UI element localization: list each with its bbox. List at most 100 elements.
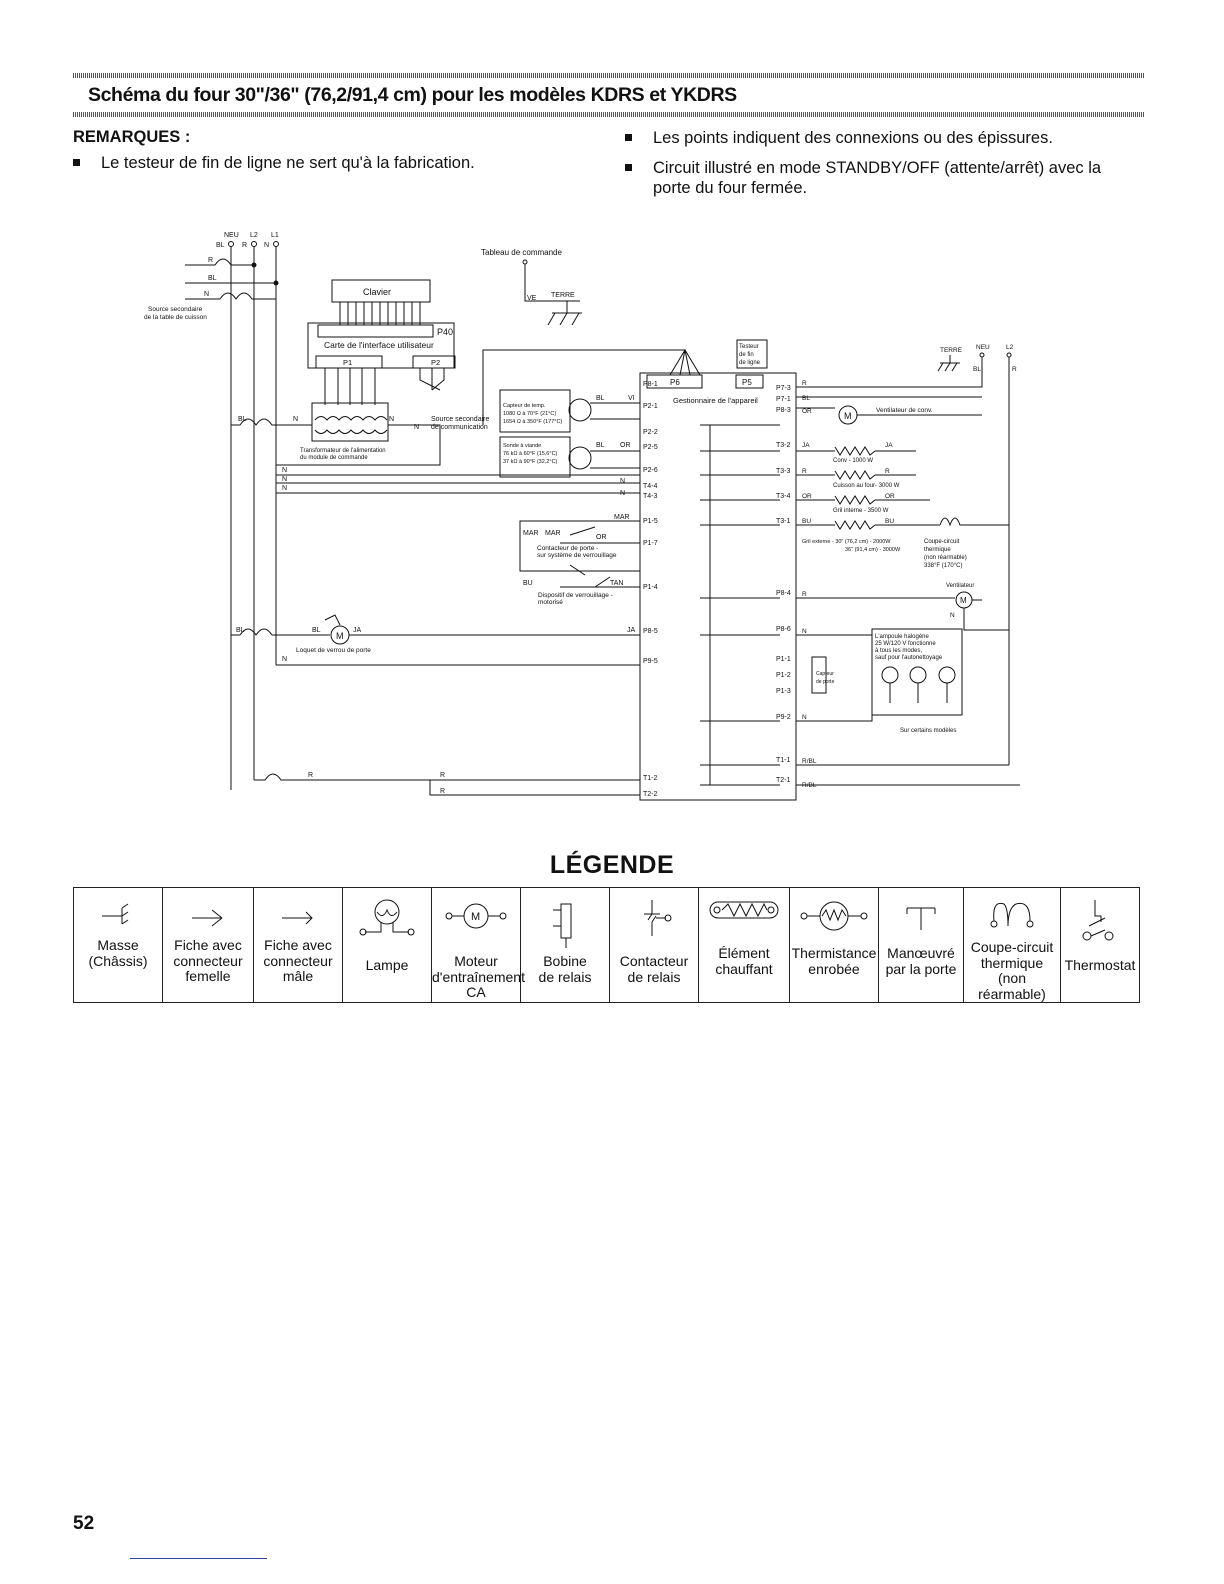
svg-text:BL: BL xyxy=(208,275,217,282)
svg-text:N: N xyxy=(282,467,287,474)
svg-text:à tous les modes,: à tous les modes, xyxy=(875,648,922,654)
svg-text:R/BL: R/BL xyxy=(802,782,817,789)
svg-text:L'ampoule halogène: L'ampoule halogène xyxy=(875,634,930,640)
power-supply: NEU L2 L1 BL R N R BL N Source secondair… xyxy=(144,232,279,790)
svg-text:OR: OR xyxy=(620,442,631,449)
appliance-manager-board: P6 P5 Gestionnaire de l'appareil Testeur… xyxy=(482,339,797,801)
svg-text:NEU: NEU xyxy=(976,344,990,351)
svg-text:P9-5: P9-5 xyxy=(643,658,658,665)
svg-text:L1: L1 xyxy=(271,232,279,239)
control-transformer: Transformateur de l'alimentation du modu… xyxy=(231,402,489,466)
svg-text:Gestionnaire de l'appareil: Gestionnaire de l'appareil xyxy=(673,396,758,405)
svg-text:BL: BL xyxy=(596,442,605,449)
svg-text:L2: L2 xyxy=(250,232,258,239)
svg-text:de la table de cuisson: de la table de cuisson xyxy=(144,314,207,321)
svg-text:Gril interne - 3500 W: Gril interne - 3500 W xyxy=(833,508,889,514)
halogen-lamps: L'ampoule halogène 25 W/120 V fonctionne… xyxy=(796,628,963,734)
svg-text:P5: P5 xyxy=(742,378,752,387)
svg-text:1654 Ω à 350°F (177°C): 1654 Ω à 350°F (177°C) xyxy=(503,419,562,425)
svg-text:P8-4: P8-4 xyxy=(776,590,791,597)
svg-text:76 kΩ à 60°F (15,6°C): 76 kΩ à 60°F (15,6°C) xyxy=(503,451,558,457)
svg-text:de communication: de communication xyxy=(431,424,488,431)
svg-text:BL: BL xyxy=(802,395,810,402)
svg-text:T2-2: T2-2 xyxy=(643,791,658,798)
svg-text:MAR: MAR xyxy=(545,530,561,537)
svg-text:P2-1: P2-1 xyxy=(643,403,658,410)
svg-text:P8-6: P8-6 xyxy=(776,626,791,633)
svg-text:Capteur de temp.: Capteur de temp. xyxy=(503,403,546,409)
svg-text:R: R xyxy=(242,242,247,249)
legend-item: Thermostat xyxy=(1060,887,1140,1003)
svg-text:P7-3: P7-3 xyxy=(776,385,791,392)
svg-text:MAR: MAR xyxy=(614,514,630,521)
svg-text:TERRE: TERRE xyxy=(551,292,575,299)
page-title: Schéma du four 30"/36" (76,2/91,4 cm) po… xyxy=(88,84,737,106)
svg-text:Sonde à viande: Sonde à viande xyxy=(503,443,541,449)
remarks-heading: REMARQUES : xyxy=(73,128,191,146)
female-connector-icon xyxy=(192,909,223,927)
svg-text:P9-2: P9-2 xyxy=(776,714,791,721)
svg-text:TERRE: TERRE xyxy=(940,347,963,354)
svg-text:de porte: de porte xyxy=(816,679,835,685)
relay-contacts xyxy=(700,424,780,786)
svg-text:P1: P1 xyxy=(343,358,352,367)
svg-text:sur système de verrouillage: sur système de verrouillage xyxy=(537,552,617,559)
svg-text:OR: OR xyxy=(802,493,812,500)
svg-text:JA: JA xyxy=(353,627,362,634)
bullet-icon xyxy=(625,164,632,171)
svg-text:T3-2: T3-2 xyxy=(776,442,791,449)
svg-text:Loquet de verrou de porte: Loquet de verrou de porte xyxy=(296,647,371,654)
svg-text:Coupe-circuit: Coupe-circuit xyxy=(924,539,960,545)
svg-text:Ventilateur: Ventilateur xyxy=(946,583,974,589)
svg-text:N: N xyxy=(204,291,209,298)
svg-text:OR: OR xyxy=(802,408,812,415)
thermal-cutoff-icon xyxy=(990,902,1034,928)
svg-text:R: R xyxy=(1012,366,1017,373)
heating-element-icon xyxy=(709,901,779,919)
svg-text:N: N xyxy=(282,656,287,663)
svg-text:Carte de l'interface utilisate: Carte de l'interface utilisateur xyxy=(324,340,434,350)
svg-text:N: N xyxy=(414,424,419,431)
bullet-icon xyxy=(73,159,80,166)
ground-icon xyxy=(102,903,129,925)
svg-text:Capteur: Capteur xyxy=(816,671,834,677)
svg-text:25 W/120 V fonctionne: 25 W/120 V fonctionne xyxy=(875,641,936,647)
svg-text:P8-3: P8-3 xyxy=(776,407,791,414)
svg-text:Testeur: Testeur xyxy=(739,344,759,350)
door-switch-icon xyxy=(906,907,936,930)
svg-text:R/BL: R/BL xyxy=(802,758,817,765)
svg-text:37 kΩ à 90°F (32,2°C): 37 kΩ à 90°F (32,2°C) xyxy=(503,459,558,465)
svg-text:R: R xyxy=(802,591,807,598)
legend-item: Masse(Châssis) xyxy=(73,887,163,1003)
svg-text:N: N xyxy=(389,416,394,423)
svg-text:BU: BU xyxy=(523,580,533,587)
svg-text:1080 Ω à 70°F (21°C): 1080 Ω à 70°F (21°C) xyxy=(503,411,556,417)
legend-item: Lampe xyxy=(342,887,432,1003)
title-rule xyxy=(73,112,1144,117)
svg-text:T2-1: T2-1 xyxy=(776,777,791,784)
svg-text:R: R xyxy=(802,380,807,387)
lamp-icon xyxy=(359,899,415,936)
svg-text:BL: BL xyxy=(216,242,225,249)
svg-text:R: R xyxy=(308,772,313,779)
svg-text:Dispositif de verrouillage -: Dispositif de verrouillage - xyxy=(538,592,613,599)
svg-text:P1-3: P1-3 xyxy=(776,688,791,695)
svg-text:Ventilateur de conv.: Ventilateur de conv. xyxy=(876,407,933,414)
svg-text:Conv - 1000 W: Conv - 1000 W xyxy=(833,458,873,464)
motor-icon: M xyxy=(445,903,507,929)
svg-text:JA: JA xyxy=(885,442,893,449)
control-panel-ground: Tableau de commande VE TERRE xyxy=(481,248,582,326)
svg-text:T1-1: T1-1 xyxy=(776,757,791,764)
svg-text:P2-6: P2-6 xyxy=(643,467,658,474)
svg-text:Clavier: Clavier xyxy=(363,287,391,297)
svg-text:P1-5: P1-5 xyxy=(643,518,658,525)
svg-text:N: N xyxy=(293,416,298,423)
svg-text:P2-2: P2-2 xyxy=(643,429,658,436)
svg-text:JA: JA xyxy=(802,442,810,449)
